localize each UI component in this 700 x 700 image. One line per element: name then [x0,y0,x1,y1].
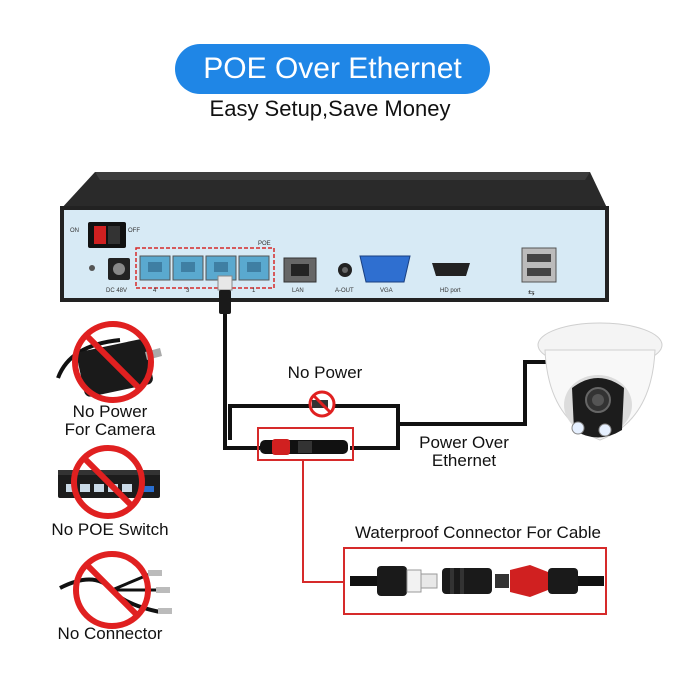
port-num-1: 1 [252,288,256,294]
vga-port [359,255,411,283]
no-power-label: No Power [287,363,363,382]
hdmi-label: HD port [440,288,461,294]
nvr-top-panel [60,172,608,210]
splitter-cable-icon [59,551,172,629]
port-num-3: 3 [186,288,190,294]
vga-label: VGA [380,288,393,294]
power-adapter-icon [56,321,162,403]
power-over-line: Power Over [419,433,509,452]
poe-switch-icon [58,445,160,519]
rj45-plug [217,275,233,314]
page-subtitle: Easy Setup,Save Money [209,96,451,121]
switch-on-label: ON [70,228,79,234]
nvr-device: ON OFF DC 48V POE 4 3 2 1 LAN A-OUT VGA [60,172,609,302]
power-switch [88,222,126,248]
inline-connector [260,439,348,455]
link-line [302,460,344,583]
connector-highlight-box [257,427,354,461]
usb-icon: ⇆ [528,288,535,297]
nvr-back-panel [60,206,609,302]
waterproof-highlight-box [343,547,607,615]
left-item-line2: For Camera [64,420,156,439]
usb-ports [521,247,557,283]
no-power-badge [308,390,336,418]
left-item-line1: No Power [72,402,148,421]
page-title: POE Over Ethernet [203,52,462,85]
dome-camera [537,322,663,441]
lan-label: LAN [292,288,304,294]
poe-label: POE [258,241,271,247]
title-pill: POE Over Ethernet [175,44,490,94]
left-item-no-power: No Power For Camera [40,403,180,439]
network-cables [223,314,552,450]
left-item-line1: No POE Switch [51,520,169,539]
left-item-line1: No Connector [57,624,163,643]
aout-label: A-OUT [335,288,354,294]
dc-label: DC 48V [106,288,127,294]
left-item-no-connector: No Connector [30,625,190,643]
port-num-4: 4 [153,288,157,294]
power-over-ethernet-label: Power Over Ethernet [404,434,524,470]
poe-highlight [135,247,275,289]
left-item-no-poe-switch: No POE Switch [30,521,190,539]
ethernet-line: Ethernet [431,451,497,470]
switch-off-label: OFF [128,228,140,234]
hdmi-port [432,263,470,276]
waterproof-label: Waterproof Connector For Cable [355,523,601,542]
waterproof-connector [350,565,604,597]
